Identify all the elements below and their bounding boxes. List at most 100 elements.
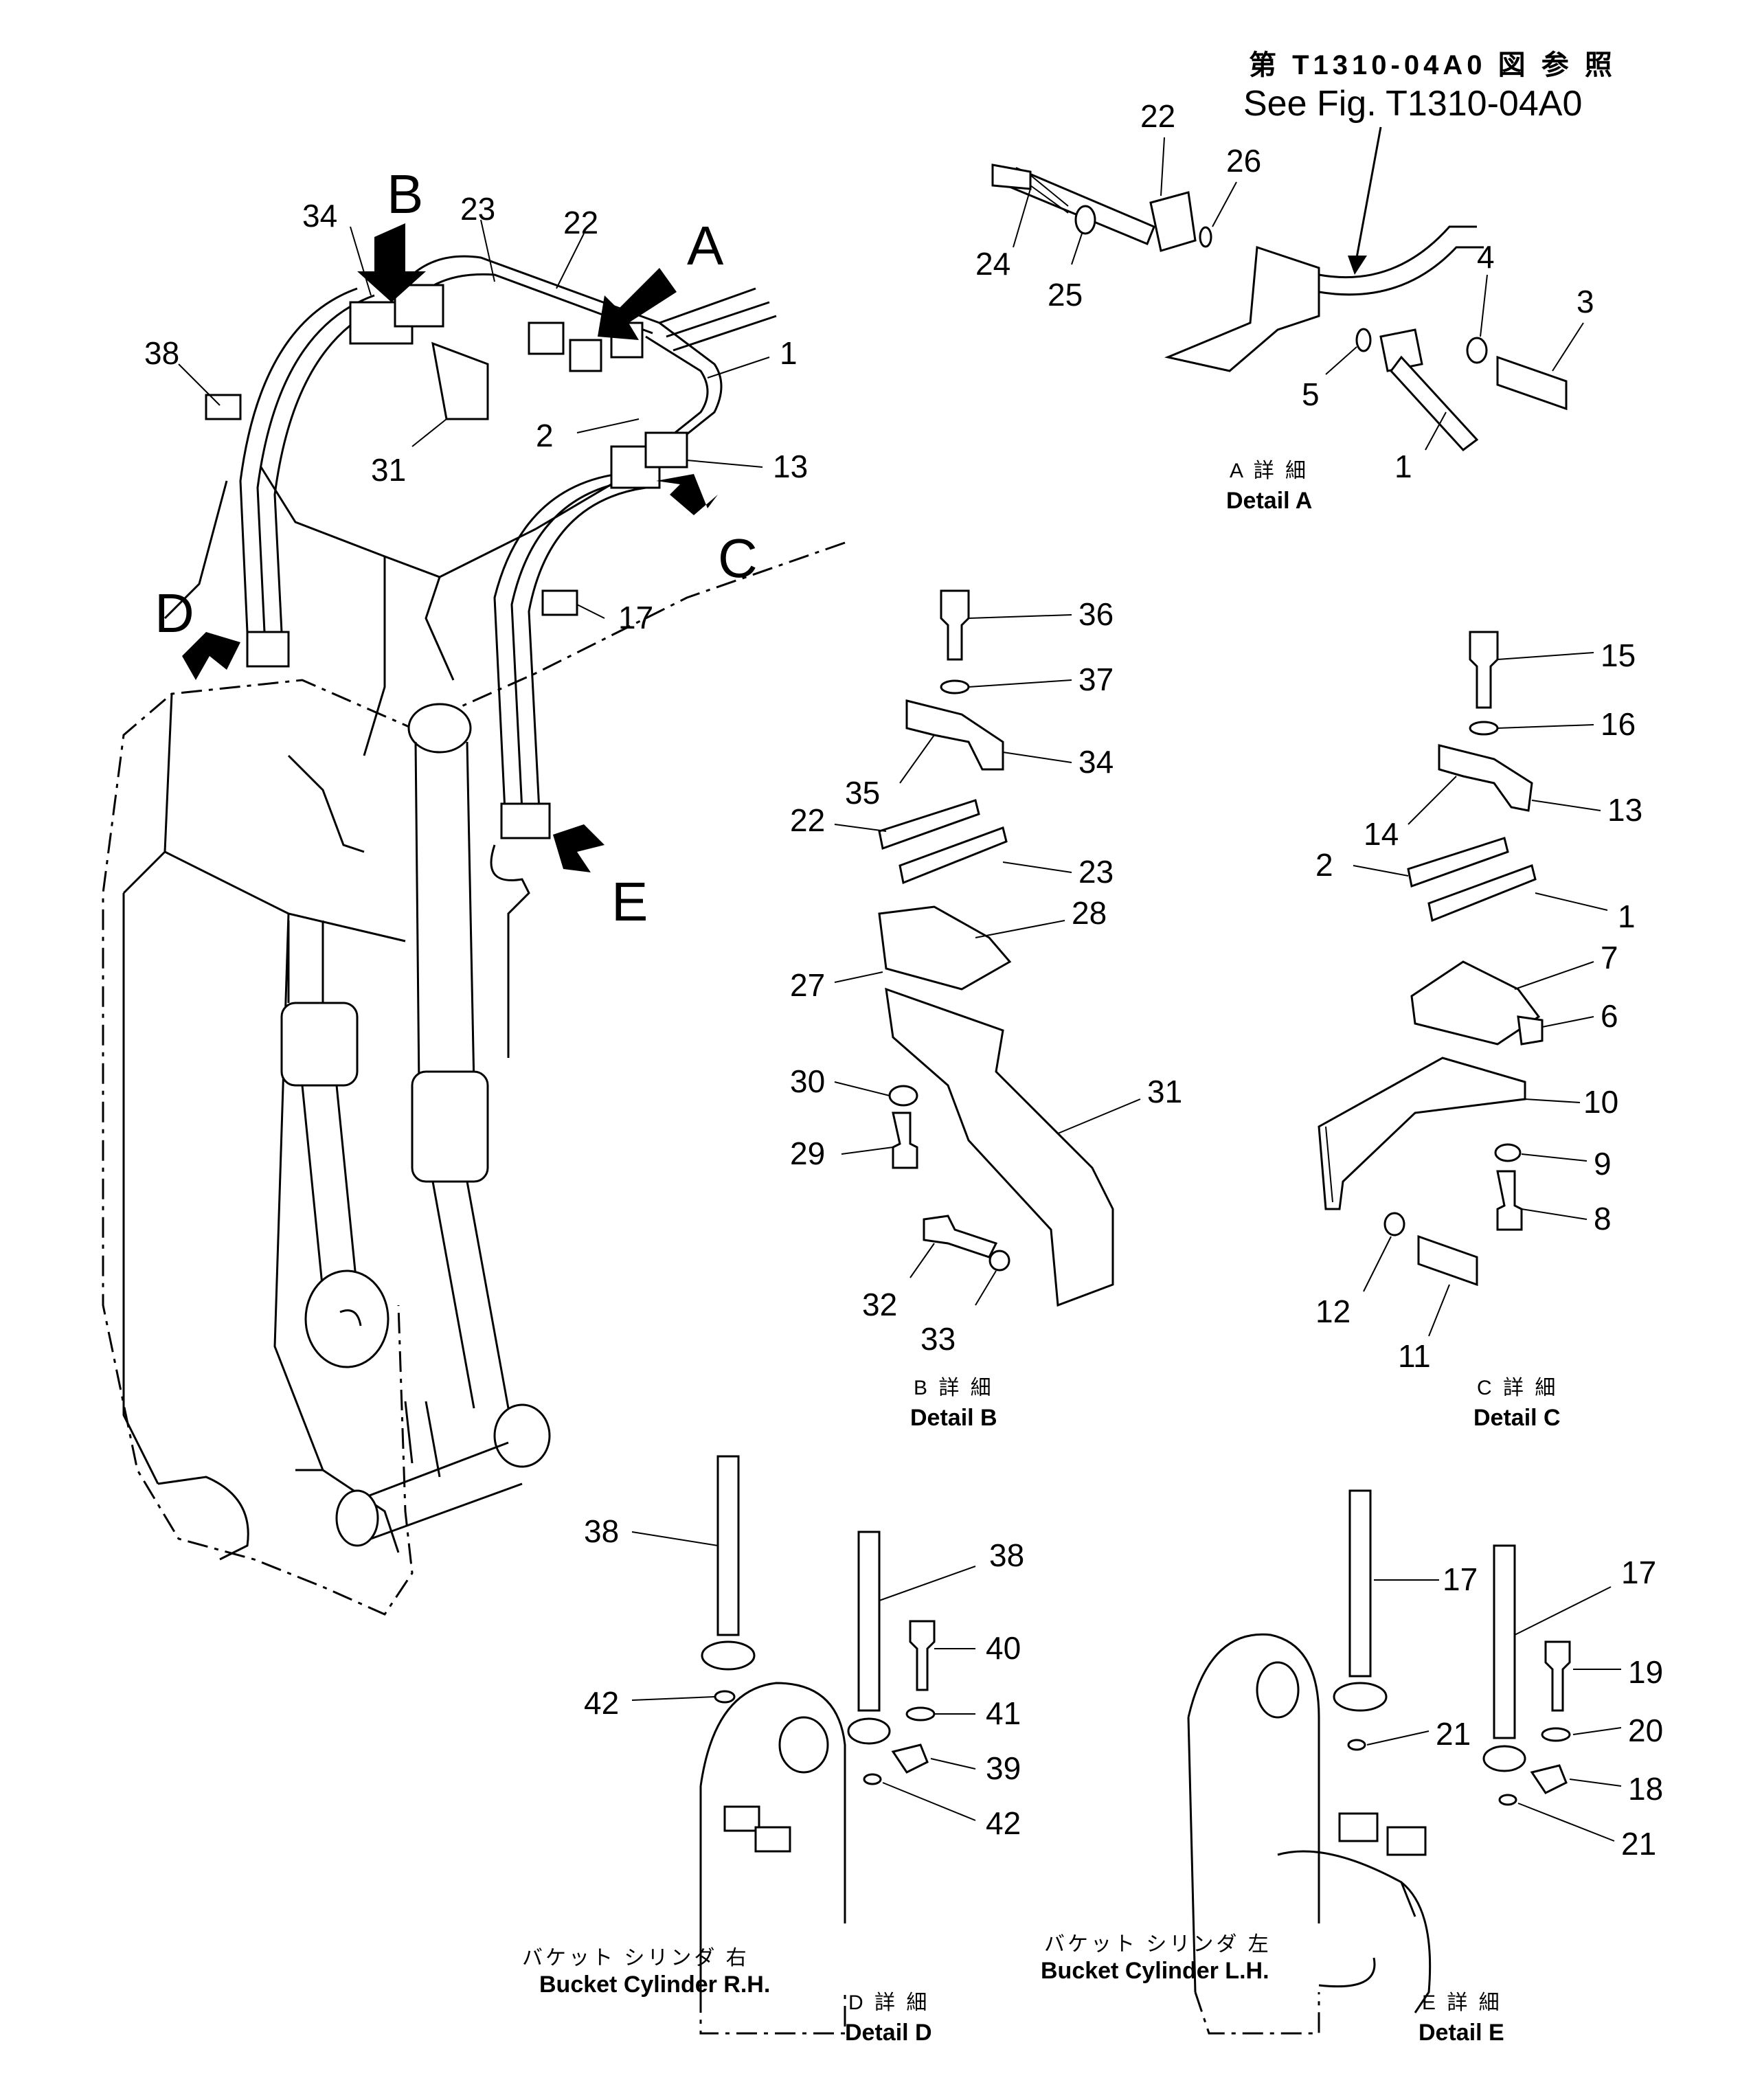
callout-a24: 24 xyxy=(975,246,1010,282)
reference-jp: 第 T1310-04A0 図 参 照 xyxy=(1249,50,1616,80)
callout-b30: 30 xyxy=(790,1063,825,1099)
bolt-36 xyxy=(940,589,970,661)
clamp-13b xyxy=(644,431,688,468)
fitting-17-e-b xyxy=(1482,1745,1526,1772)
link-pin xyxy=(335,1489,379,1547)
callout-c16: 16 xyxy=(1601,706,1636,742)
fitting-38-d-a xyxy=(701,1640,756,1671)
clamp-34b xyxy=(394,284,444,328)
callout-c1: 1 xyxy=(1618,899,1636,934)
leader-31 xyxy=(411,418,447,447)
callout-34: 34 xyxy=(302,198,337,234)
tag-38 xyxy=(205,394,242,420)
callout-2: 2 xyxy=(536,418,554,453)
callout-b23: 23 xyxy=(1078,854,1114,890)
washer-33 xyxy=(988,1250,1010,1272)
hose-38-a xyxy=(239,287,358,633)
bolt-11 xyxy=(1417,1234,1478,1287)
callout-c2: 2 xyxy=(1315,847,1333,883)
pipe-e-bend xyxy=(1277,1850,1432,2013)
reference-en: See Fig. T1310-04A0 xyxy=(1243,84,1582,124)
view-arrow-c xyxy=(656,474,718,515)
callout-c9: 9 xyxy=(1594,1146,1612,1182)
clamp-a1 xyxy=(528,321,565,355)
caption-c-en: Detail C xyxy=(1473,1405,1561,1431)
callout-a25: 25 xyxy=(1048,277,1083,313)
cylinder-lh-port xyxy=(1256,1661,1300,1719)
callout-c6: 6 xyxy=(1601,998,1618,1034)
hose-38-b xyxy=(256,294,375,633)
detail-a: 22 26 24 25 4 3 5 1 A 詳 細 Detail A xyxy=(975,98,1594,514)
callout-e21b: 21 xyxy=(1621,1826,1656,1862)
callout-b32: 32 xyxy=(862,1287,897,1322)
hose-17-b xyxy=(510,479,633,811)
callout-38: 38 xyxy=(144,335,179,371)
leader-a1 xyxy=(1425,411,1447,451)
washer-30 xyxy=(888,1085,918,1107)
leader-c6 xyxy=(1541,1016,1594,1028)
detail-e: 17 17 19 21 20 18 21 バケット シリンダ 左 Bucket … xyxy=(1041,1489,1663,2046)
cylinder-lh-top xyxy=(407,703,472,754)
leader-b22 xyxy=(834,824,887,832)
caption-b-en: Detail B xyxy=(910,1405,997,1431)
cylinder-lh-tube xyxy=(414,741,475,1086)
leader-a5 xyxy=(1325,346,1357,375)
callout-a22: 22 xyxy=(1140,98,1175,134)
callout-a4: 4 xyxy=(1477,239,1495,275)
link-rod xyxy=(404,1401,441,1478)
leader-a22 xyxy=(1160,137,1165,196)
boom-left-curve xyxy=(163,480,228,620)
leader-b35 xyxy=(899,734,935,784)
leader-e21a xyxy=(1366,1730,1430,1746)
cylinder-lh-rod xyxy=(431,1181,510,1409)
callout-e17b: 17 xyxy=(1621,1555,1656,1590)
pipe-2-c xyxy=(1407,837,1509,888)
callout-13: 13 xyxy=(773,449,808,484)
pipe-23-b xyxy=(899,826,1008,885)
callout-c10: 10 xyxy=(1583,1084,1618,1120)
cylinder-rh-port xyxy=(778,1716,829,1774)
clamp-34-drawing xyxy=(905,699,1004,771)
view-label-c: C xyxy=(718,528,758,589)
oring-21-b xyxy=(1498,1794,1517,1806)
view-label-e: E xyxy=(611,871,648,932)
leader-b31 xyxy=(1057,1098,1141,1134)
leader-d42b xyxy=(882,1782,976,1821)
arm-mid-edge xyxy=(164,850,406,942)
pipe-1-drawing xyxy=(1390,355,1479,452)
hose-38-d-b xyxy=(857,1531,881,1712)
callout-e17a: 17 xyxy=(1443,1561,1478,1597)
washer-20 xyxy=(1541,1727,1571,1742)
clamp-13-drawing xyxy=(1438,744,1533,812)
leader-e20 xyxy=(1572,1727,1622,1735)
arm-assembly-view: 34 23 22 38 1 2 31 13 17 B A C D E xyxy=(102,163,846,1616)
callout-c15: 15 xyxy=(1601,637,1636,673)
arm-boss xyxy=(287,754,365,853)
flange-22 xyxy=(1149,191,1197,252)
port-plate-e-a xyxy=(1338,1812,1379,1842)
cylinder-rh-head xyxy=(699,1682,846,1992)
leader-a25 xyxy=(1071,233,1083,265)
callout-e20: 20 xyxy=(1628,1713,1663,1748)
cylinder-rh-eye-hole xyxy=(339,1309,362,1326)
pipe-e-side xyxy=(490,844,530,1058)
oring-42-b xyxy=(863,1773,882,1785)
bolt-40 xyxy=(909,1620,936,1691)
leader-b30 xyxy=(834,1081,890,1096)
port-plate-e-b xyxy=(1386,1826,1427,1856)
leader-b36 xyxy=(968,614,1072,619)
fitting-38-d-b xyxy=(847,1717,891,1745)
bolt-19 xyxy=(1544,1640,1571,1712)
bracket-10 xyxy=(1318,1057,1526,1210)
oring-21-a xyxy=(1347,1739,1366,1751)
block-7 xyxy=(1410,960,1541,1046)
leader-c13 xyxy=(1531,800,1601,811)
callout-b28: 28 xyxy=(1072,895,1107,931)
split-flange-18 xyxy=(1530,1764,1568,1794)
reference-arrowhead xyxy=(1348,256,1367,275)
leader-23 xyxy=(480,219,495,282)
callout-a1: 1 xyxy=(1394,449,1412,484)
pipe-1-c xyxy=(1427,864,1537,923)
leader-c16 xyxy=(1497,724,1594,729)
